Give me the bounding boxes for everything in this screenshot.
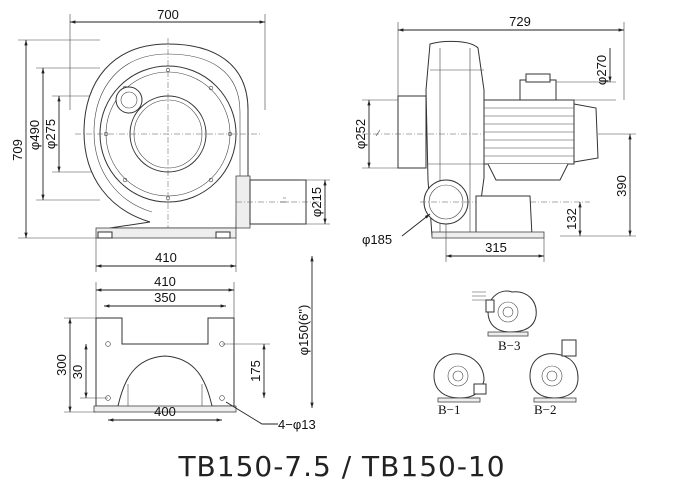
dim-holes-4-13: 4−φ13 <box>278 417 316 432</box>
dim-base-300: 300 <box>54 354 69 376</box>
base-frame <box>95 317 235 407</box>
label-b1: B−1 <box>438 402 461 417</box>
dim-390: 390 <box>614 175 629 197</box>
dim-dia-150: φ150(6") <box>296 305 311 356</box>
dim-base-175: 175 <box>248 360 263 382</box>
dim-dia-275: φ275 <box>43 119 58 149</box>
dim-315: 315 <box>485 240 507 255</box>
dim-dia-490: φ490 <box>27 120 42 150</box>
dim-base-410: 410 <box>155 250 177 265</box>
dim-base-400: 400 <box>154 404 176 419</box>
dim-base-30: 30 <box>70 365 85 379</box>
side-view: 729 φ270 <box>296 14 636 408</box>
orientation-b2: B−2 <box>529 339 579 417</box>
orientation-b3: B−3 <box>472 290 537 353</box>
dim-width-700: 700 <box>157 7 179 22</box>
dim-height-709: 709 <box>10 139 25 161</box>
front-base <box>95 227 237 239</box>
dim-base-top-410: 410 <box>154 274 176 289</box>
dim-dia-185: φ185 <box>362 232 392 247</box>
orientation-b1: B−1 <box>433 353 487 417</box>
dim-132: 132 <box>564 208 579 230</box>
label-b2: B−2 <box>534 402 557 417</box>
model-title: TB150-7.5 / TB150-10 <box>178 450 506 483</box>
side-base <box>475 195 533 237</box>
terminal-box <box>519 79 557 101</box>
front-view: 700 709 φ490 φ275 <box>10 7 330 272</box>
dim-length-729: 729 <box>509 14 531 29</box>
base-detail: 410 350 300 30 175 400 4−φ13 <box>54 274 316 432</box>
label-b3: B−3 <box>498 338 521 353</box>
dim-outlet-215: φ215 <box>309 187 324 217</box>
dim-base-350: 350 <box>154 290 176 305</box>
motor-fins <box>484 107 574 157</box>
dim-dia-252: φ252 <box>353 119 368 149</box>
dim-dia-270: φ270 <box>594 55 609 85</box>
